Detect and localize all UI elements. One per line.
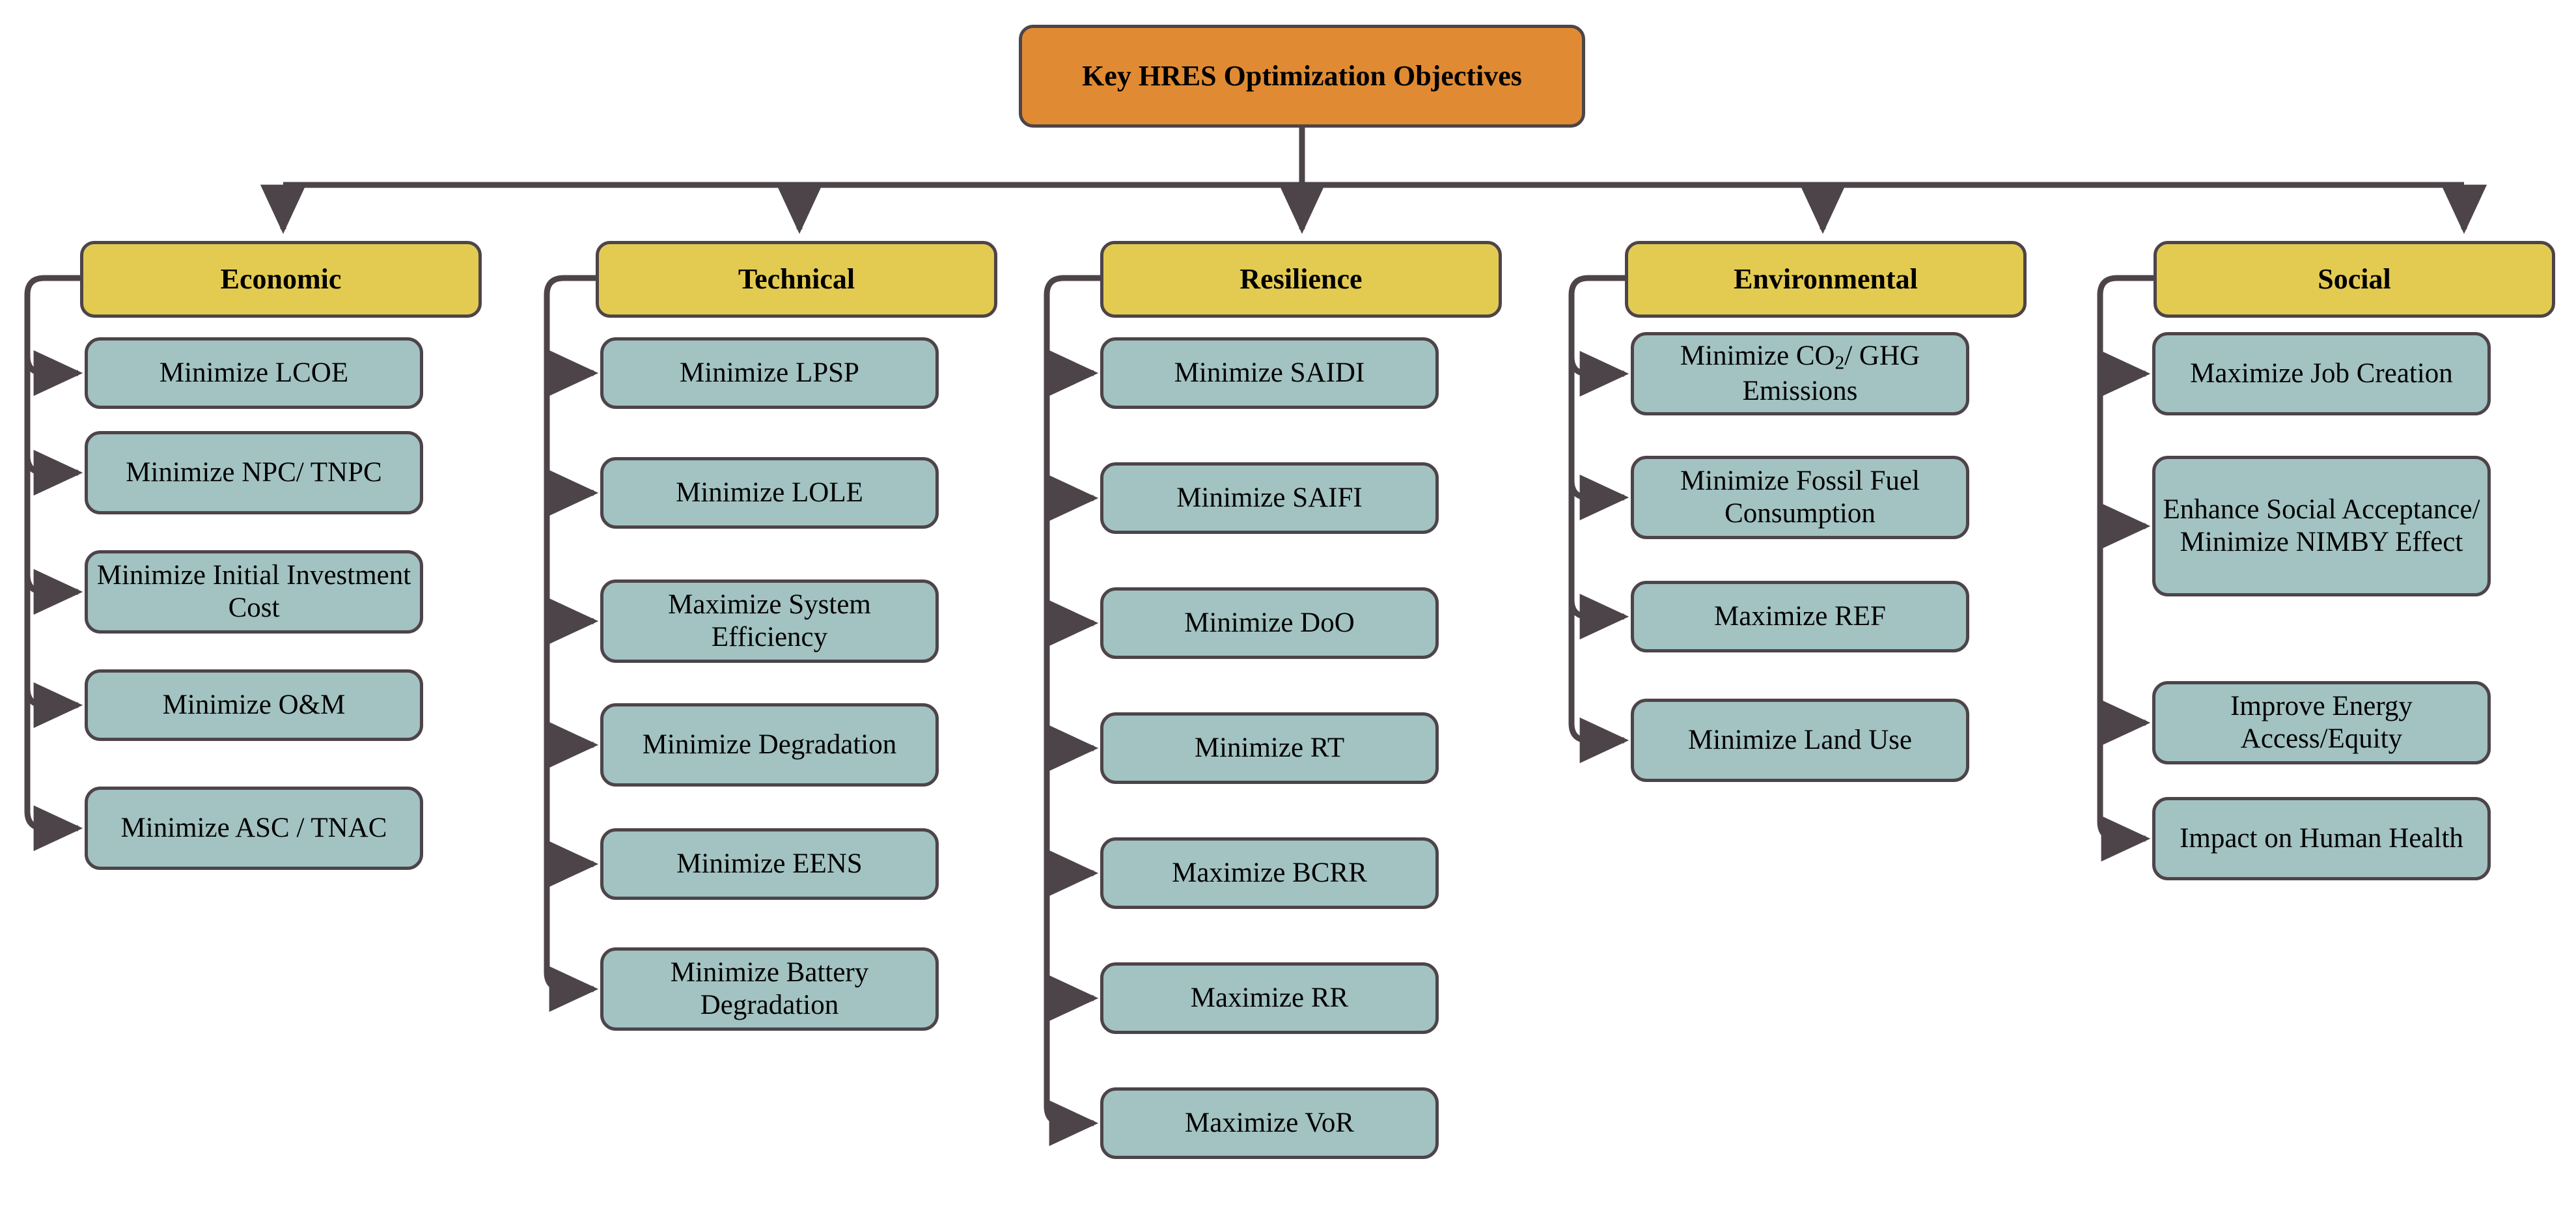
leaf-label: Minimize EENS	[676, 848, 863, 880]
leaf-node[interactable]: Minimize Initial Investment Cost	[85, 550, 423, 634]
leaf-node[interactable]: Minimize SAIFI	[1100, 462, 1439, 534]
leaf-node[interactable]: Minimize RT	[1100, 712, 1439, 784]
leaf-label: Minimize Battery Degradation	[670, 957, 869, 1020]
leaf-node[interactable]: Minimize CO2/ GHG Emissions	[1631, 332, 1969, 415]
leaf-label: Maximize RR	[1190, 983, 1349, 1014]
leaf-label: Minimize CO2/ GHG Emissions	[1680, 341, 1920, 406]
leaf-node[interactable]: Minimize LPSP	[600, 337, 939, 409]
leaf-label: Minimize Degradation	[642, 729, 897, 761]
leaf-label: Minimize DoO	[1184, 608, 1355, 639]
category-label: Social	[2318, 263, 2391, 296]
leaf-node[interactable]: Maximize Job Creation	[2152, 332, 2491, 415]
leaf-label: Maximize BCRR	[1172, 858, 1367, 889]
category-label: Resilience	[1240, 263, 1363, 296]
category-header-economic[interactable]: Economic	[80, 241, 482, 318]
leaf-label: Improve Energy Access/Equity	[2230, 691, 2413, 754]
leaf-label: Minimize LCOE	[159, 357, 349, 389]
leaf-node[interactable]: Minimize O&M	[85, 669, 423, 741]
root-node[interactable]: Key HRES Optimization Objectives	[1019, 25, 1585, 128]
leaf-label: Minimize SAIFI	[1176, 482, 1363, 514]
leaf-node[interactable]: Minimize SAIDI	[1100, 337, 1439, 409]
root-label: Key HRES Optimization Objectives	[1082, 60, 1522, 92]
leaf-node[interactable]: Impact on Human Health	[2152, 797, 2491, 880]
leaf-node[interactable]: Minimize Land Use	[1631, 699, 1969, 782]
leaf-label: Minimize Fossil Fuel Consumption	[1680, 466, 1920, 529]
category-label: Technical	[738, 263, 855, 296]
leaf-node[interactable]: Maximize System Efficiency	[600, 580, 939, 663]
leaf-node[interactable]: Minimize ASC / TNAC	[85, 787, 423, 870]
leaf-node[interactable]: Maximize VoR	[1100, 1087, 1439, 1159]
leaf-node[interactable]: Maximize BCRR	[1100, 837, 1439, 909]
leaf-label: Minimize SAIDI	[1174, 357, 1365, 389]
leaf-label: Minimize ASC / TNAC	[120, 813, 387, 844]
leaf-node[interactable]: Minimize EENS	[600, 828, 939, 900]
leaf-label: Minimize LOLE	[676, 477, 863, 509]
leaf-label: Minimize Land Use	[1688, 725, 1912, 756]
category-header-resilience[interactable]: Resilience	[1100, 241, 1502, 318]
leaf-node[interactable]: Minimize NPC/ TNPC	[85, 431, 423, 514]
leaf-node[interactable]: Minimize LCOE	[85, 337, 423, 409]
leaf-label: Minimize RT	[1194, 733, 1345, 764]
leaf-label: Enhance Social Acceptance/ Minimize NIMB…	[2163, 494, 2480, 557]
category-header-social[interactable]: Social	[2154, 241, 2555, 318]
category-label: Environmental	[1734, 263, 1918, 296]
leaf-node[interactable]: Minimize Fossil Fuel Consumption	[1631, 456, 1969, 539]
leaf-label: Impact on Human Health	[2180, 823, 2463, 854]
leaf-node[interactable]: Minimize Battery Degradation	[600, 947, 939, 1031]
leaf-label: Maximize REF	[1714, 601, 1886, 632]
leaf-node[interactable]: Enhance Social Acceptance/ Minimize NIMB…	[2152, 456, 2491, 596]
category-header-environmental[interactable]: Environmental	[1625, 241, 2027, 318]
leaf-label: Minimize LPSP	[680, 357, 859, 389]
category-header-technical[interactable]: Technical	[596, 241, 997, 318]
category-label: Economic	[220, 263, 342, 296]
leaf-label: Maximize System Efficiency	[668, 589, 871, 652]
leaf-label: Maximize VoR	[1185, 1108, 1354, 1139]
leaf-node[interactable]: Minimize DoO	[1100, 587, 1439, 659]
leaf-node[interactable]: Improve Energy Access/Equity	[2152, 681, 2491, 764]
leaf-label: Maximize Job Creation	[2190, 358, 2453, 389]
leaf-label: Minimize NPC/ TNPC	[126, 457, 382, 488]
leaf-label: Minimize O&M	[162, 690, 346, 721]
leaf-node[interactable]: Maximize RR	[1100, 962, 1439, 1034]
leaf-label: Minimize Initial Investment Cost	[96, 560, 411, 623]
leaf-node[interactable]: Minimize Degradation	[600, 703, 939, 787]
leaf-node[interactable]: Minimize LOLE	[600, 457, 939, 529]
leaf-node[interactable]: Maximize REF	[1631, 581, 1969, 652]
